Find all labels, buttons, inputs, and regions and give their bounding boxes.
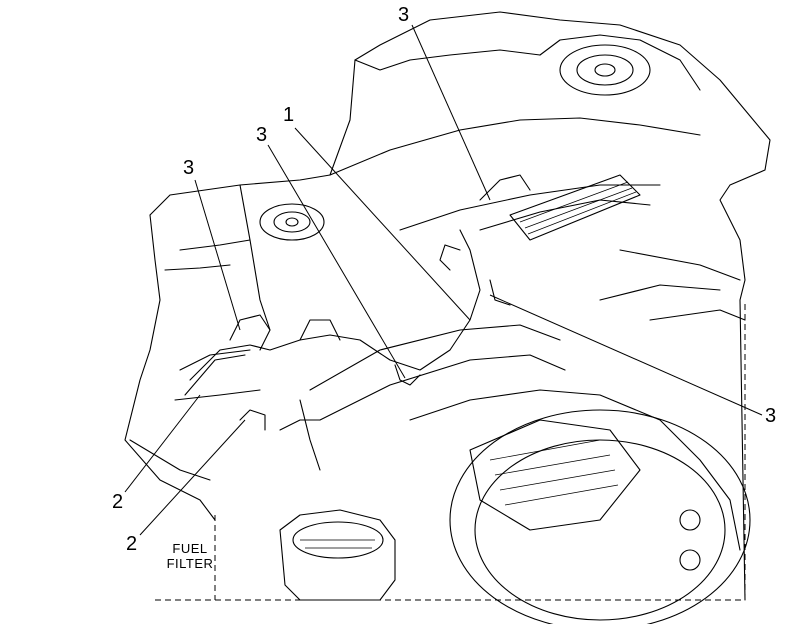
callout-2-upper: 2 xyxy=(112,491,124,513)
fuel-filter-label-line1: FUEL xyxy=(172,541,208,556)
callout-2-lower: 2 xyxy=(126,533,138,555)
leader-2-lower xyxy=(139,419,246,536)
fuel-filter-label: FUEL FILTER xyxy=(160,541,220,572)
leader-3-right xyxy=(489,294,763,416)
leader-3-top xyxy=(411,24,491,201)
callout-1: 1 xyxy=(283,104,295,126)
wiring-harness xyxy=(184,174,531,431)
engine-body xyxy=(124,11,771,629)
leader-2-upper xyxy=(124,394,201,493)
view-boundary xyxy=(155,300,746,601)
fuel-filter-label-line2: FILTER xyxy=(166,555,214,571)
leader-lines xyxy=(124,24,763,536)
callout-3-right: 3 xyxy=(765,405,777,427)
leader-1 xyxy=(294,127,471,321)
leader-3-mid xyxy=(267,144,406,379)
callout-3-top: 3 xyxy=(398,4,410,26)
callout-3-mid: 3 xyxy=(256,124,268,146)
leader-3-left xyxy=(194,179,241,331)
callout-3-left: 3 xyxy=(183,157,195,179)
